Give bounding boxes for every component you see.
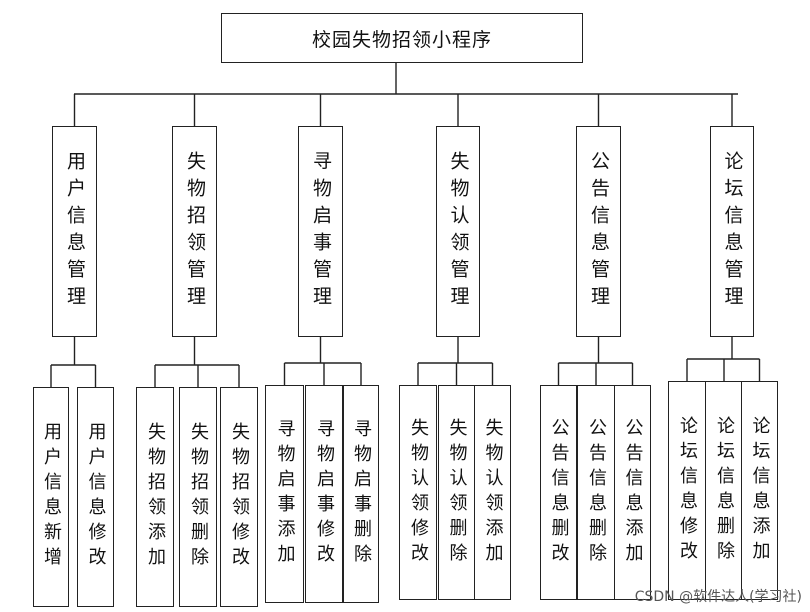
watermark: CSDN @软件达人(学习社) (634, 589, 802, 605)
leaf-node: 失物招领删除 (179, 387, 217, 607)
module-label: 失物认领管理 (447, 150, 470, 313)
leaf-label: 寻物启事删除 (351, 419, 372, 569)
leaf-label: 用户信息修改 (85, 422, 107, 572)
leaf-label: 用户信息新增 (41, 422, 62, 572)
leaf-node: 公告信息删除 (577, 385, 615, 600)
leaf-node: 论坛信息修改 (668, 381, 706, 600)
module-label: 寻物启事管理 (310, 150, 332, 313)
leaf-node: 寻物启事修改 (305, 385, 343, 603)
module-label: 用户信息管理 (64, 150, 86, 313)
leaf-label: 失物招领添加 (145, 422, 166, 572)
leaf-label: 论坛信息添加 (749, 415, 771, 566)
leaf-node: 寻物启事添加 (265, 385, 304, 603)
leaf-label: 公告信息添加 (622, 417, 644, 568)
module-label: 论坛信息管理 (721, 150, 744, 313)
root-node: 校园失物招领小程序 (221, 13, 583, 63)
leaf-node: 论坛信息删除 (705, 381, 743, 600)
leaf-node: 公告信息删改 (540, 385, 577, 600)
root-label: 校园失物招领小程序 (311, 28, 492, 51)
leaf-label: 失物认领删除 (446, 417, 468, 568)
module-node: 用户信息管理 (52, 126, 97, 337)
module-node: 公告信息管理 (576, 126, 621, 337)
module-node: 失物认领管理 (436, 126, 480, 337)
leaf-node: 用户信息修改 (77, 387, 114, 607)
leaf-label: 寻物启事修改 (314, 419, 335, 569)
leaf-node: 失物认领修改 (399, 385, 437, 600)
leaf-node: 寻物启事删除 (343, 385, 379, 603)
leaf-label: 公告信息删改 (548, 417, 570, 568)
leaf-label: 失物招领修改 (229, 422, 250, 572)
leaf-label: 失物认领添加 (482, 417, 504, 568)
leaf-label: 失物招领删除 (188, 422, 209, 572)
module-label: 公告信息管理 (588, 150, 610, 313)
leaf-node: 失物认领删除 (438, 385, 475, 600)
leaf-label: 寻物启事添加 (274, 419, 296, 569)
module-node: 失物招领管理 (172, 126, 217, 337)
leaf-node: 公告信息添加 (614, 385, 651, 600)
leaf-node: 用户信息新增 (33, 387, 69, 607)
leaf-node: 失物招领修改 (220, 387, 258, 607)
module-node: 寻物启事管理 (298, 126, 343, 337)
leaf-label: 论坛信息删除 (714, 415, 735, 566)
leaf-label: 失物认领修改 (408, 417, 429, 568)
leaf-node: 失物认领添加 (474, 385, 511, 600)
leaf-label: 论坛信息修改 (677, 415, 698, 566)
leaf-node: 失物招领添加 (136, 387, 174, 607)
leaf-node: 论坛信息添加 (741, 381, 778, 600)
module-node: 论坛信息管理 (710, 126, 754, 337)
module-label: 失物招领管理 (184, 150, 206, 313)
leaf-label: 公告信息删除 (586, 417, 607, 568)
